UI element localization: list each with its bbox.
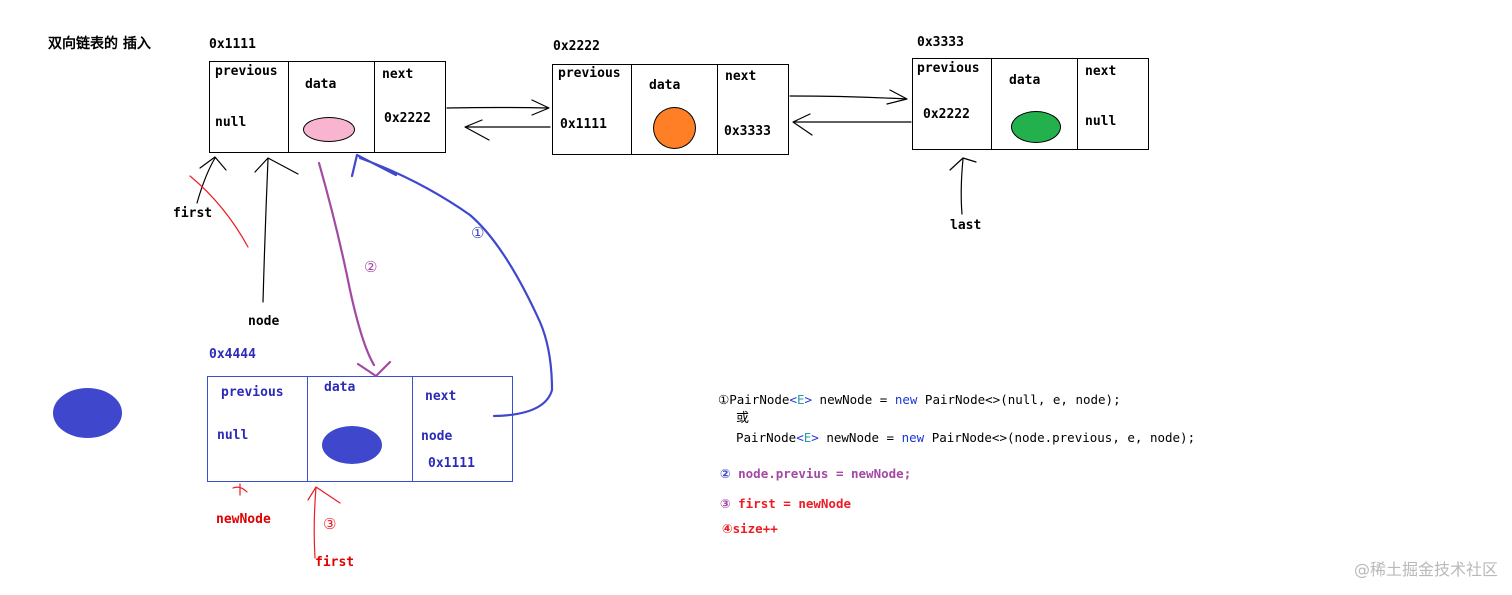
node-2-divider-b	[717, 65, 718, 154]
strike-first	[189, 175, 249, 248]
code-or: 或	[736, 411, 750, 426]
new-node-previous-label: previous	[221, 385, 284, 400]
code-step2-num: ②	[720, 466, 731, 481]
code-line-1-generic: E	[796, 392, 805, 407]
watermark: @稀土掘金技术社区	[1353, 560, 1498, 579]
node-3-divider-a	[991, 59, 992, 149]
code-line-1-type: PairNode	[729, 392, 790, 407]
node-1-data-label: data	[305, 77, 337, 92]
arrow-prev-2-to-1	[464, 119, 551, 141]
code-line-2: PairNode<E> newNode = new PairNode<>(nod…	[736, 430, 1195, 446]
arrow-step2	[317, 161, 392, 378]
code-line-2-gt: >	[811, 430, 819, 445]
node-3-address: 0x3333	[917, 35, 964, 50]
arrow-node	[254, 157, 299, 303]
code-step4-text: size++	[732, 521, 778, 536]
code-line-2-type: PairNode	[736, 430, 797, 445]
node-3-box	[912, 58, 1149, 150]
arrow-first-new	[307, 486, 341, 559]
code-step2: ② node.previus = newNode;	[720, 466, 911, 482]
code-line-2-lt: <	[796, 430, 804, 445]
node-3-previous-label: previous	[917, 61, 980, 76]
code-step4: ④size++	[722, 521, 778, 537]
new-node-divider-b	[412, 377, 413, 481]
node-2-data-ellipse	[653, 107, 696, 149]
code-line-2-new: new	[901, 430, 925, 445]
diagram-title: 双向链表的 插入	[48, 36, 151, 52]
node-1-previous-value: null	[215, 115, 247, 130]
node-3-data-label: data	[1009, 73, 1041, 88]
pointer-node-label: node	[248, 314, 280, 329]
node-1-next-label: next	[382, 67, 414, 82]
code-line-2-generic: E	[803, 430, 812, 445]
arrow-newnode	[232, 483, 248, 496]
code-line-1-call: PairNode<>(null, e, node);	[917, 392, 1121, 407]
node-1-previous-label: previous	[215, 64, 278, 79]
node-2-divider-a	[631, 65, 632, 154]
code-step2-text: node.previus = newNode;	[738, 466, 912, 481]
node-2-previous-value: 0x1111	[560, 117, 607, 132]
arrow-last	[949, 157, 977, 215]
node-2-next-label: next	[725, 69, 757, 84]
node-1-divider-a	[288, 62, 289, 152]
code-line-1-new: new	[894, 392, 918, 407]
arrow-next-1-to-2	[446, 99, 550, 116]
code-step4-num: ④	[722, 521, 733, 536]
node-1-box	[209, 61, 446, 153]
new-node-next-label: next	[425, 389, 457, 404]
code-line-2-call: PairNode<>(node.previous, e, node);	[924, 430, 1196, 445]
code-step3-text: first = newNode	[738, 496, 852, 511]
code-line-1: ①PairNode<E> newNode = new PairNode<>(nu…	[718, 392, 1121, 408]
code-line-2-assign: newNode =	[818, 430, 902, 445]
node-1-data-ellipse	[303, 117, 355, 142]
node-1-divider-b	[374, 62, 375, 152]
arrow-step1	[350, 153, 554, 418]
node-3-next-label: next	[1085, 64, 1117, 79]
node-2-data-label: data	[649, 78, 681, 93]
code-line-1-assign: newNode =	[812, 392, 895, 407]
step1-marker: ①	[471, 224, 485, 242]
new-node-next-field-label: node	[421, 429, 453, 444]
node-1-next-value: 0x2222	[384, 111, 431, 126]
node-3-divider-b	[1077, 59, 1078, 149]
arrow-first	[196, 156, 227, 204]
pointer-first-label: first	[173, 206, 213, 221]
arrow-next-2-to-3	[789, 89, 908, 105]
step2-marker: ②	[364, 258, 378, 276]
node-2-address: 0x2222	[553, 39, 600, 54]
new-node-previous-value: null	[217, 428, 249, 443]
new-node-data-label: data	[324, 380, 356, 395]
pointer-last-label: last	[950, 218, 982, 233]
new-node-next-value: 0x1111	[428, 456, 475, 471]
pointer-first-new-label: first	[315, 555, 355, 570]
node-3-data-ellipse	[1011, 111, 1061, 143]
code-line-1-lt: <	[789, 392, 797, 407]
new-node-data-ellipse	[322, 426, 382, 464]
code-step3-num: ③	[720, 496, 731, 511]
step3-marker: ③	[323, 515, 337, 533]
node-3-previous-value: 0x2222	[923, 107, 970, 122]
node-2-box	[552, 64, 789, 155]
new-node-box	[207, 376, 513, 482]
element-e-ellipse	[53, 388, 122, 438]
new-node-address: 0x4444	[209, 347, 256, 362]
new-node-divider-a	[307, 377, 308, 481]
node-3-next-value: null	[1085, 114, 1117, 129]
node-2-next-value: 0x3333	[724, 124, 771, 139]
code-step3: ③ first = newNode	[720, 496, 851, 512]
node-1-address: 0x1111	[209, 37, 256, 52]
code-line-1-num: ①	[718, 392, 730, 407]
arrow-prev-3-to-2	[792, 113, 912, 136]
node-2-previous-label: previous	[558, 66, 621, 81]
code-line-1-gt: >	[804, 392, 813, 407]
pointer-newnode-label: newNode	[216, 512, 271, 527]
